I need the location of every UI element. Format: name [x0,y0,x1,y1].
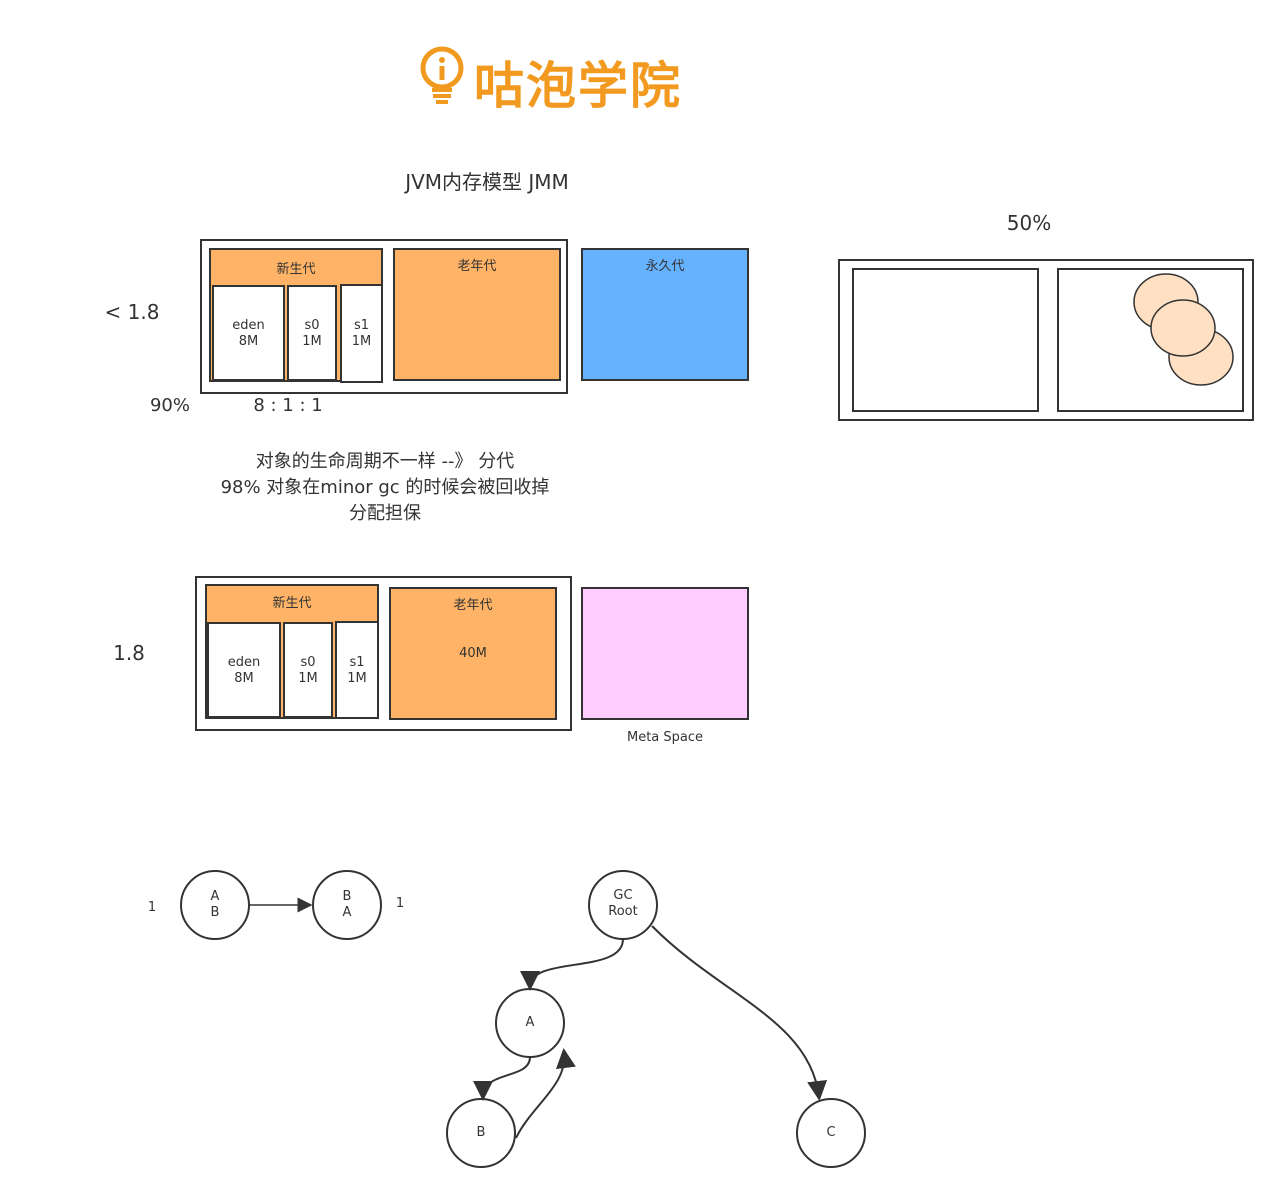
object-circle [1150,299,1216,357]
refcount-diagram [180,870,382,940]
old-gen-label: 老年代 [457,259,497,274]
s1-label: s1 1M [347,655,367,686]
s1-space-pre18: s1 1M [340,284,383,383]
node-ba [312,870,382,940]
survivor-ratio-label: 8 : 1 : 1 [253,395,323,416]
perm-gen-label: 永久代 [645,259,685,274]
node-b-label: B [476,1125,486,1140]
s0-label: s0 1M [298,655,318,686]
lightbulb-icon [420,46,464,104]
node-a-label: A [525,1015,535,1030]
young-gen-label: 新生代 [276,262,316,277]
page-title: JVM内存模型 JMM [405,170,569,194]
node-ab-label: A B [210,889,220,920]
edge-root-c [651,925,828,1101]
young-gen-label: 新生代 [272,596,312,611]
node-c-label: C [826,1125,836,1140]
old-gen-size: 40M [459,646,487,661]
eden-label: eden 8M [227,655,261,686]
old-gen-label: 老年代 [453,598,493,613]
s1-space-18: s1 1M [335,621,379,719]
refcount-right: 1 [395,896,405,911]
version-label-pre18: < 1.8 [104,300,160,324]
eden-space-pre18: eden 8M [212,285,285,381]
edge-root-a [520,938,624,991]
note-line-1: 对象的生命周期不一样 --》 分代 [255,451,515,472]
refcount-left: 1 [147,900,157,915]
edge-b-a [515,1048,576,1139]
edge-a-b [473,1056,531,1101]
s1-label: s1 1M [351,318,372,349]
logo: 咕泡学院 [418,44,718,115]
note-line-3: 分配担保 [349,503,421,524]
old-gen-18: 老年代 40M [389,587,557,720]
old-gen-pre18: 老年代 [393,248,561,381]
percent-label: 50% [1006,211,1052,235]
s0-space-18: s0 1M [283,622,333,718]
meta-space [581,587,749,720]
version-label-18: 1.8 [113,641,145,665]
gc-root-label: GC Root [608,888,638,919]
meta-space-label: Meta Space [626,730,704,745]
eden-space-18: eden 8M [207,622,281,718]
ratio-90-label: 90% [149,395,190,416]
reachability-diagram [446,870,866,1168]
note-line-2: 98% 对象在minor gc 的时候会被回收掉 [220,477,550,498]
node-ba-label: B A [342,889,352,920]
logo-text: 咕泡学院 [474,57,682,115]
s0-space-pre18: s0 1M [287,285,337,381]
gc-demo-left-space [852,268,1039,412]
eden-label: eden 8M [232,318,265,349]
gc-demo-objects [1133,273,1234,386]
node-c [796,1098,866,1168]
perm-gen: 永久代 [581,248,749,381]
s0-label: s0 1M [302,318,322,349]
